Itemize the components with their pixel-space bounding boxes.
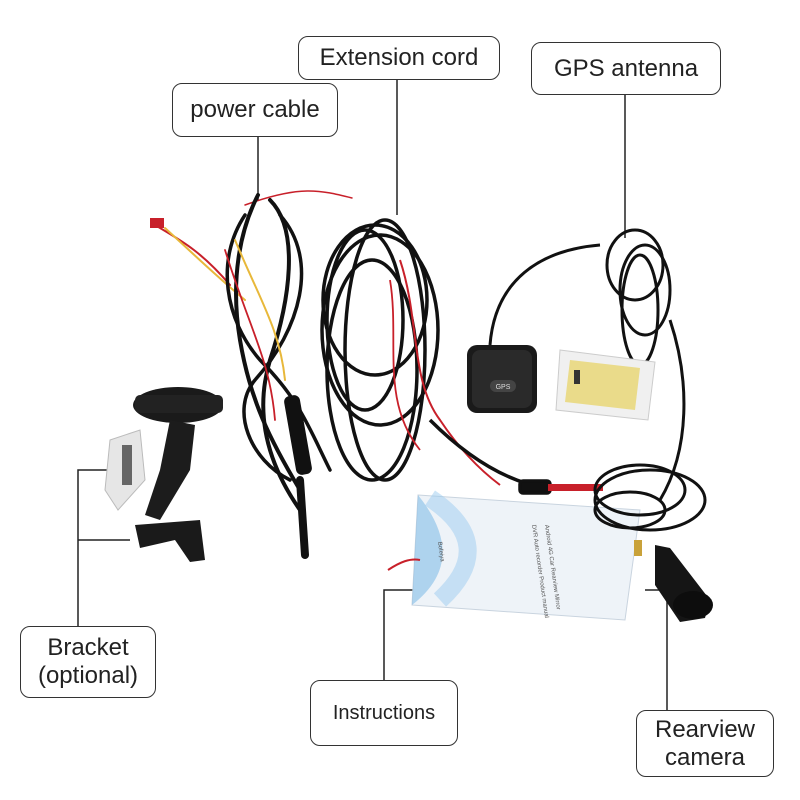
manual-brand: Bofeiya [436, 541, 445, 562]
instruction-manual: Android 4G Car Rearview Mirror DVR Auto … [411, 490, 641, 621]
extension-cord [320, 218, 603, 571]
antenna-badge: GPS [496, 384, 511, 391]
label-extension-cord-text: Extension cord [319, 44, 479, 72]
label-gps-antenna: GPS antenna [531, 42, 721, 95]
label-bracket-line1: Bracket [47, 634, 129, 662]
rearview-camera [593, 319, 713, 622]
label-power-cable-text: power cable [190, 96, 320, 124]
label-bracket-line2: (optional) [37, 662, 139, 689]
label-rearview-line2: camera [664, 743, 746, 771]
label-extension-cord: Extension cord [298, 36, 500, 80]
label-rearview-line1: Rearview [654, 715, 756, 743]
mirror-bracket [104, 387, 223, 562]
label-instructions-text: Instructions [332, 701, 436, 724]
label-gps-antenna-text: GPS antenna [553, 54, 699, 82]
adhesive-pad-packet [555, 349, 656, 421]
label-rearview-camera: Rearview camera [636, 710, 774, 777]
gps-antenna: GPS [467, 228, 672, 413]
power-cable [150, 190, 353, 559]
label-power-cable: power cable [172, 83, 338, 137]
label-bracket: Bracket (optional) [20, 626, 156, 698]
label-instructions: Instructions [310, 680, 458, 746]
